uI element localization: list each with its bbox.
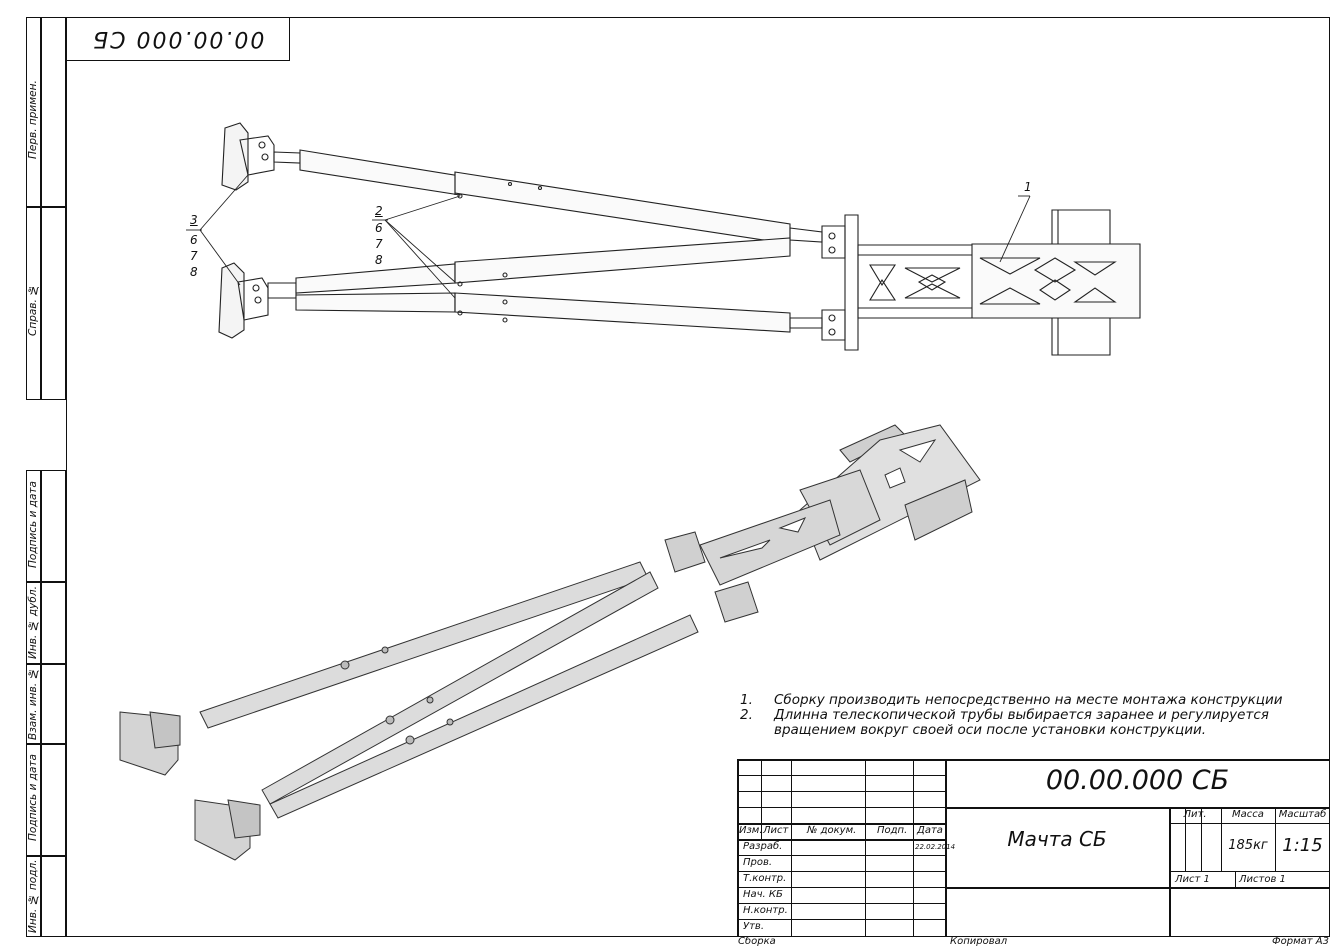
callout-3: 3 [190,213,198,227]
footer-mid: Копировал [950,936,1008,947]
mass-label: Масса [1232,809,1264,820]
header-izm: Изм. [739,825,763,836]
side-divider-top [40,17,42,400]
drawing-name: Мачта СБ [1007,827,1107,851]
header-sign: Подп. [877,825,908,836]
callout-7b: 7 [190,249,198,263]
technical-notes: 1.Сборку производить непосредственно на … [740,693,1283,738]
callout-1: 1 [1024,180,1032,194]
sheet-number: Лист 1 [1175,874,1210,885]
header-list: Лист [763,825,789,836]
note-row: вращением вокруг своей оси после установ… [774,722,1207,738]
drawing-designation: 00.00.000 СБ [1045,765,1230,796]
callout-7a: 7 [375,237,383,251]
row-label: Разраб. [743,841,783,852]
callout-8b: 8 [190,265,198,279]
drawing-frame [66,17,1330,937]
leader-lines [186,174,1031,299]
footer-left: Сборка [738,936,776,947]
top-designation: 00.00.000 СБ [66,17,290,61]
side-cell-5 [26,664,66,744]
side-divider-bottom [40,470,42,937]
scale-label: Масштаб [1278,809,1327,820]
header-date: Дата [917,825,943,836]
top-view [218,122,1141,356]
callout-8a: 8 [375,253,383,267]
callout-6b: 6 [190,233,198,247]
footer-right: Формат А3 [1272,936,1329,947]
note-row: 1.Сборку производить непосредственно на … [740,692,1283,708]
lit-label: Лит. [1183,809,1207,820]
side-cell-1 [26,17,66,207]
title-block: 00.00.000 СБ Мачта СБ Лит. Масса Масштаб… [737,759,1330,937]
side-cell-6 [26,744,66,856]
callout-6a: 6 [375,221,383,235]
callout-2: 2 [375,204,383,218]
side-cell-7 [26,856,66,937]
side-cell-2 [26,207,66,400]
row-label: Т.контр. [743,873,787,884]
header-doc: № докум. [807,825,857,836]
date-value: 22.02.2014 [915,843,956,851]
row-label: Н.контр. [743,905,788,916]
side-cell-3 [26,470,66,582]
isometric-view [119,424,981,861]
side-cell-4 [26,582,66,664]
mass-value: 185кг [1228,838,1268,853]
sheet-count: Листов 1 [1239,874,1286,885]
row-label: Нач. КБ [743,889,783,900]
row-label: Пров. [743,857,773,868]
row-label: Утв. [743,921,764,932]
scale-value: 1:15 [1282,835,1323,856]
note-row: 2.Длинна телескопической трубы выбираетс… [740,707,1269,723]
